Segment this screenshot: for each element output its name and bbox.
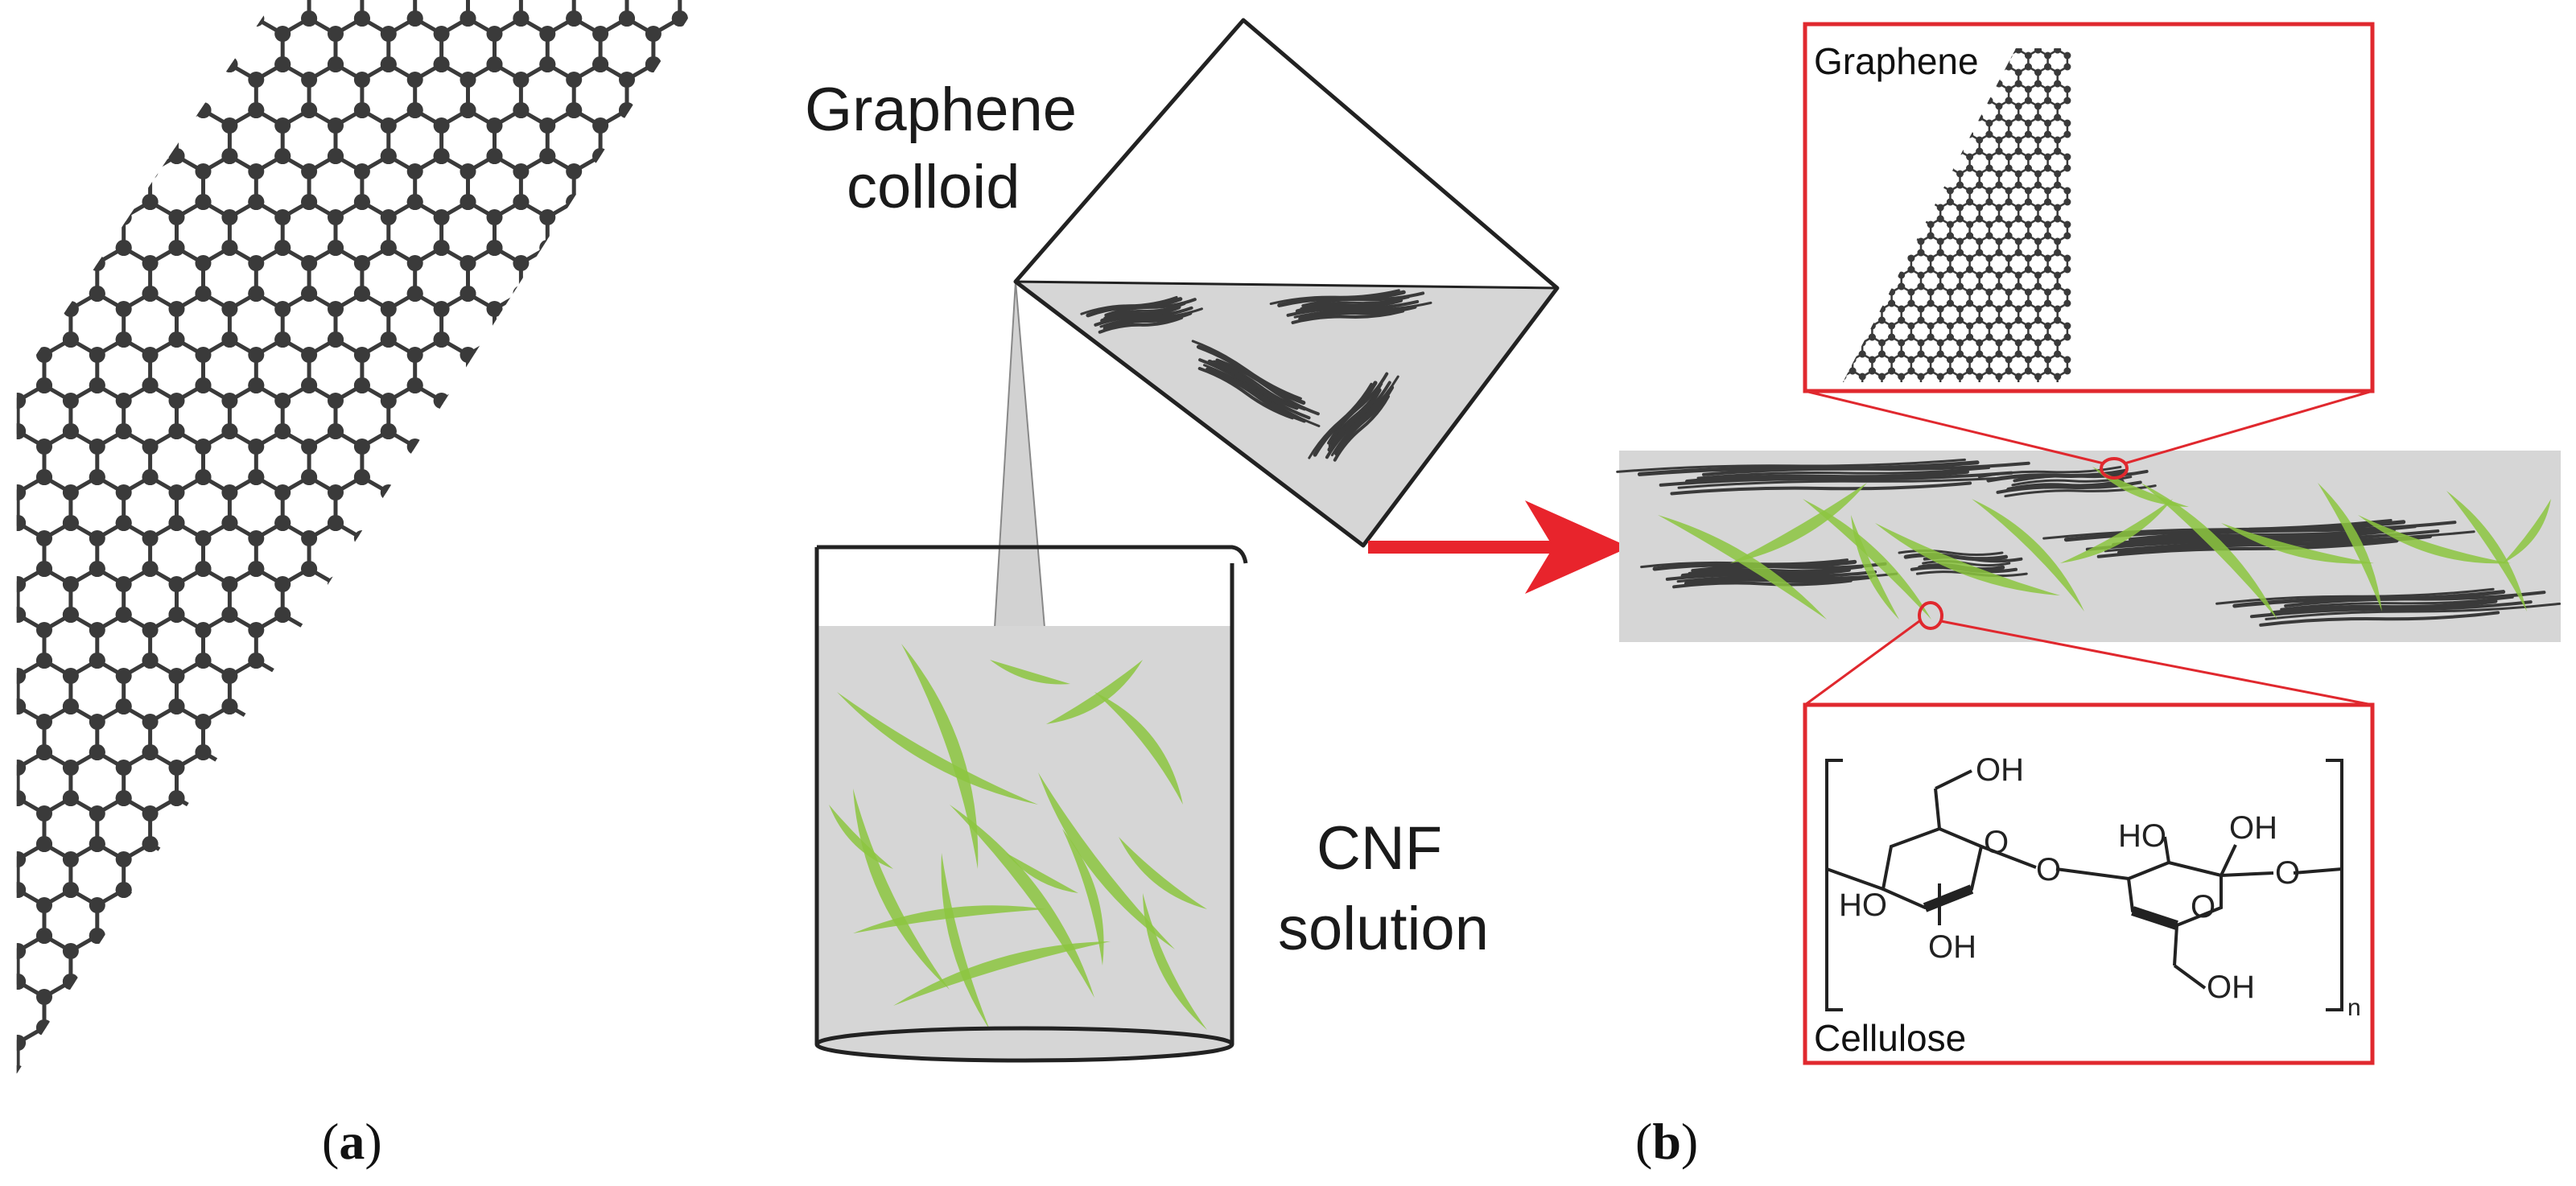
- film-graphene-flake: [1977, 465, 2157, 498]
- film-graphene-and-fibers: [1616, 458, 2562, 627]
- o-bridge: O: [2036, 852, 2061, 887]
- cnf-fiber: [941, 853, 990, 1030]
- graphene-inset: Graphene: [1803, 22, 2375, 393]
- graphene-flake: [1308, 372, 1399, 462]
- oh-top-left: OH: [1976, 752, 2024, 788]
- panel-a-label: (a): [322, 1113, 382, 1170]
- cellulose-inset: OH HO OH O O HO OH O O OH n Cellulose: [1803, 702, 2375, 1065]
- beaker-outline: [814, 545, 1248, 1044]
- ho-left: HO: [1839, 887, 1887, 923]
- container-outline: [1013, 18, 1560, 548]
- cellulose-atom-labels: OH HO OH O O HO OH O O OH n: [1839, 752, 2361, 1021]
- graphene-colloid-label-line2: colloid: [847, 153, 1020, 221]
- cnf-fiber: [1062, 829, 1104, 966]
- film-graphene-flake: [2215, 587, 2562, 627]
- cnf-label-line1: CNF: [1317, 814, 1442, 883]
- liquid-surface-line: [1015, 280, 1558, 290]
- o-ring-right: O: [2191, 889, 2215, 925]
- zoom-circle-graphene: [2100, 457, 2129, 480]
- cnf-fiber: [990, 660, 1070, 685]
- cnf-fiber: [1006, 853, 1078, 893]
- graphene-flake: [1191, 340, 1321, 427]
- o-ring-left: O: [1984, 825, 2009, 860]
- oh-bottom-left: OH: [1928, 929, 1976, 965]
- inset-graphene-label: Graphene: [1814, 40, 1979, 82]
- process-arrow: [1368, 500, 1630, 594]
- beaker: [814, 545, 1248, 1063]
- large-lattice-bonds: [16, 0, 690, 1074]
- graphene-lattice-large: [16, 0, 690, 1074]
- graphene-flake: [1080, 295, 1203, 334]
- cellulose-structure: [1825, 759, 2343, 1011]
- tilted-container: [1013, 18, 1560, 548]
- graphene-flakes-in-colloid: [1080, 289, 1432, 462]
- cnf-fibers-in-beaker: [829, 644, 1207, 1030]
- film-cnf-fiber: [2358, 515, 2511, 564]
- graphene-colloid-label-line1: Graphene: [805, 76, 1077, 144]
- zoom-connectors: [1804, 389, 2373, 706]
- film-cnf-fiber: [2221, 523, 2374, 564]
- beaker-bottom: [814, 1026, 1234, 1063]
- oh-bottom-right: OH: [2207, 970, 2255, 1005]
- inset-cellulose-label: Cellulose: [1814, 1017, 1966, 1059]
- film-graphene-flake: [1616, 458, 2049, 496]
- graphene-flake: [1269, 289, 1432, 324]
- subscript-n: n: [2347, 995, 2361, 1021]
- ho-middle: HO: [2118, 818, 2166, 854]
- zoom-circle-cellulose: [1918, 601, 1943, 630]
- pour-stream: [993, 281, 1046, 628]
- film-graphene-flake: [1640, 558, 1898, 589]
- large-lattice-atoms: [16, 10, 688, 1074]
- oh-top-right: OH: [2229, 810, 2277, 846]
- panel-b-label: (b): [1635, 1113, 1698, 1170]
- cnf-label-line2: solution: [1278, 895, 1489, 963]
- cnf-fiber: [901, 644, 979, 869]
- cnf-fiber: [853, 905, 1046, 933]
- o-end: O: [2275, 855, 2300, 891]
